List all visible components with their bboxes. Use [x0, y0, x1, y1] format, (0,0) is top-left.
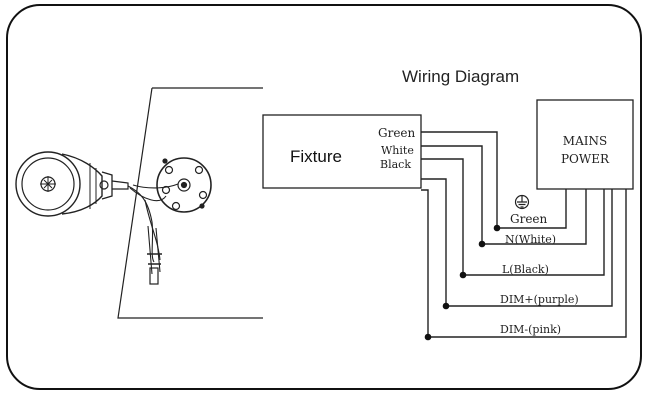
mains-label-line2: POWER: [561, 152, 610, 166]
rounded-frame: [6, 4, 642, 390]
terminal-black-label: Black: [380, 158, 411, 171]
fixture-box: [262, 114, 422, 189]
junction-dots: [424, 224, 501, 341]
neutral-wire-label: N(White): [505, 233, 556, 246]
ground-wire-label: Green: [510, 212, 548, 226]
fixture-label: Fixture: [290, 147, 342, 166]
dim-plus-wire-label: DIM+(purple): [500, 293, 579, 306]
mains-power-box: [536, 99, 634, 190]
terminal-green-label: Green: [378, 126, 416, 140]
terminal-white-label: White: [381, 144, 414, 157]
ground-icon: [514, 194, 530, 210]
line-wire-label: L(Black): [502, 263, 549, 276]
mains-label-line1: MAINS: [563, 134, 607, 148]
diagram-title: Wiring Diagram: [402, 67, 519, 86]
installation-illustration: [15, 87, 263, 319]
dim-minus-wire-label: DIM-(pink): [500, 323, 561, 336]
